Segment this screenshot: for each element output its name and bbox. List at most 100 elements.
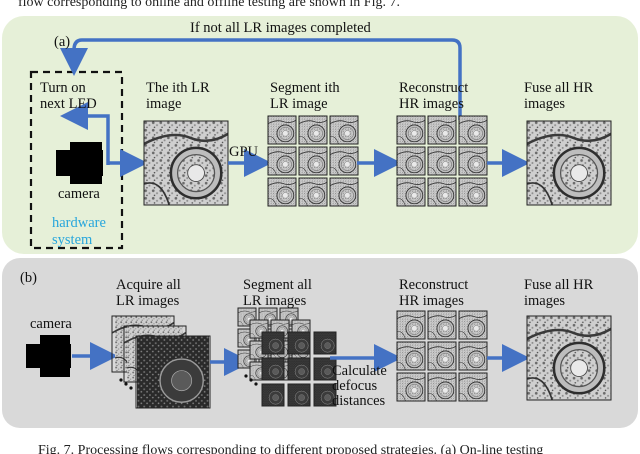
step-segment-all: Segment all LR images bbox=[243, 277, 312, 309]
camera-label-b: camera bbox=[30, 316, 72, 332]
led-signal-arrow bbox=[60, 102, 110, 165]
camera-icon-b bbox=[26, 335, 71, 377]
image-tile-border bbox=[329, 177, 359, 207]
step-acquire-all: Acquire all LR images bbox=[116, 277, 181, 309]
lr-image-tile bbox=[143, 120, 229, 206]
image-tile-border bbox=[261, 383, 285, 407]
calculate-defocus-label: Calculate defocus distances bbox=[332, 363, 387, 409]
image-tile bbox=[428, 342, 456, 370]
image-tile bbox=[397, 373, 425, 401]
page-header-fragment: flow corresponding to online and offline… bbox=[18, 0, 400, 10]
image-tile-border bbox=[313, 331, 337, 355]
stacked-segmented-images bbox=[237, 307, 337, 407]
image-tile bbox=[330, 147, 358, 175]
reconstructed-hr-image bbox=[396, 115, 488, 207]
image-tile bbox=[262, 358, 284, 380]
image-tile-border bbox=[329, 146, 359, 176]
image-tile bbox=[330, 116, 358, 144]
camera-icon-a bbox=[56, 142, 103, 184]
step-segment-ith: Segment ith LR image bbox=[270, 80, 340, 112]
image-tile-border bbox=[396, 177, 426, 207]
image-tile bbox=[314, 332, 336, 354]
image-tile-border bbox=[329, 115, 359, 145]
step-fuse-b: Fuse all HR images bbox=[524, 277, 594, 309]
image-tile bbox=[428, 178, 456, 206]
step-turn-on-led: Turn on next LED bbox=[40, 80, 97, 112]
image-tile bbox=[459, 342, 487, 370]
image-tile-border bbox=[287, 383, 311, 407]
step-reconstruct-a: Reconstruct HR images bbox=[399, 80, 469, 112]
image-tile-border bbox=[396, 372, 426, 402]
image-tile-border bbox=[427, 341, 457, 371]
step-fuse-a: Fuse all HR images bbox=[524, 80, 594, 112]
image-tile-border bbox=[267, 146, 297, 176]
image-tile bbox=[330, 178, 358, 206]
hardware-system-label: hardware system bbox=[52, 215, 106, 248]
image-tile-border bbox=[458, 115, 488, 145]
fused-hr-image-b bbox=[526, 315, 612, 401]
image-tile-border bbox=[427, 115, 457, 145]
image-tile-border bbox=[458, 146, 488, 176]
image-tile-border bbox=[458, 341, 488, 371]
hardware-system-box bbox=[29, 70, 124, 250]
image-tile-border bbox=[261, 357, 285, 381]
image-tile bbox=[459, 147, 487, 175]
image-tile bbox=[268, 147, 296, 175]
image-tile bbox=[397, 178, 425, 206]
image-tile-border bbox=[267, 177, 297, 207]
image-tile bbox=[299, 178, 327, 206]
image-tile-border bbox=[287, 357, 311, 381]
image-tile bbox=[459, 373, 487, 401]
fused-hr-image bbox=[526, 120, 612, 206]
stacked-lr-images bbox=[111, 315, 211, 409]
image-tile bbox=[428, 311, 456, 339]
ellipsis-dot bbox=[244, 374, 248, 378]
image-tile-border bbox=[427, 146, 457, 176]
step-ith-lr-image: The ith LR image bbox=[146, 80, 210, 112]
image-tile bbox=[262, 384, 284, 406]
step-reconstruct-b: Reconstruct HR images bbox=[399, 277, 469, 309]
gpu-label: GPU bbox=[229, 144, 259, 160]
image-tile bbox=[288, 332, 310, 354]
image-tile-border bbox=[396, 115, 426, 145]
image-tile-border bbox=[267, 115, 297, 145]
panel-b-tag: (b) bbox=[20, 270, 37, 286]
figure-caption: Fig. 7. Processing flows corresponding t… bbox=[38, 443, 543, 454]
image-tile-border bbox=[237, 307, 257, 327]
image-tile bbox=[428, 373, 456, 401]
image-tile-border bbox=[427, 310, 457, 340]
loop-condition-label: If not all LR images completed bbox=[190, 20, 371, 36]
image-tile bbox=[397, 147, 425, 175]
image-tile-border bbox=[261, 331, 285, 355]
image-tile-border bbox=[298, 177, 328, 207]
image-tile bbox=[428, 147, 456, 175]
image-tile-border bbox=[458, 310, 488, 340]
image-tile-border bbox=[458, 372, 488, 402]
image-tile bbox=[459, 311, 487, 339]
panel-a-tag: (a) bbox=[54, 34, 71, 50]
segmented-lr-image bbox=[267, 115, 359, 207]
image-tile-border bbox=[249, 319, 269, 339]
image-tile bbox=[288, 358, 310, 380]
image-tile bbox=[288, 384, 310, 406]
image-tile-border bbox=[427, 372, 457, 402]
image-tile-border bbox=[298, 146, 328, 176]
image-tile-border bbox=[298, 115, 328, 145]
image-tile bbox=[397, 342, 425, 370]
image-tile bbox=[299, 116, 327, 144]
image-tile-border bbox=[458, 177, 488, 207]
image-tile-border bbox=[396, 146, 426, 176]
image-tile-border bbox=[396, 310, 426, 340]
loop-back-arrow bbox=[60, 38, 462, 120]
ellipsis-dot bbox=[254, 382, 258, 386]
image-tile-border bbox=[287, 331, 311, 355]
image-tile bbox=[397, 311, 425, 339]
image-tile bbox=[262, 332, 284, 354]
ellipsis-dot bbox=[249, 378, 253, 382]
image-tile-border bbox=[313, 383, 337, 407]
image-tile bbox=[299, 147, 327, 175]
image-tile-border bbox=[313, 357, 337, 381]
image-tile bbox=[268, 116, 296, 144]
image-tile bbox=[268, 178, 296, 206]
